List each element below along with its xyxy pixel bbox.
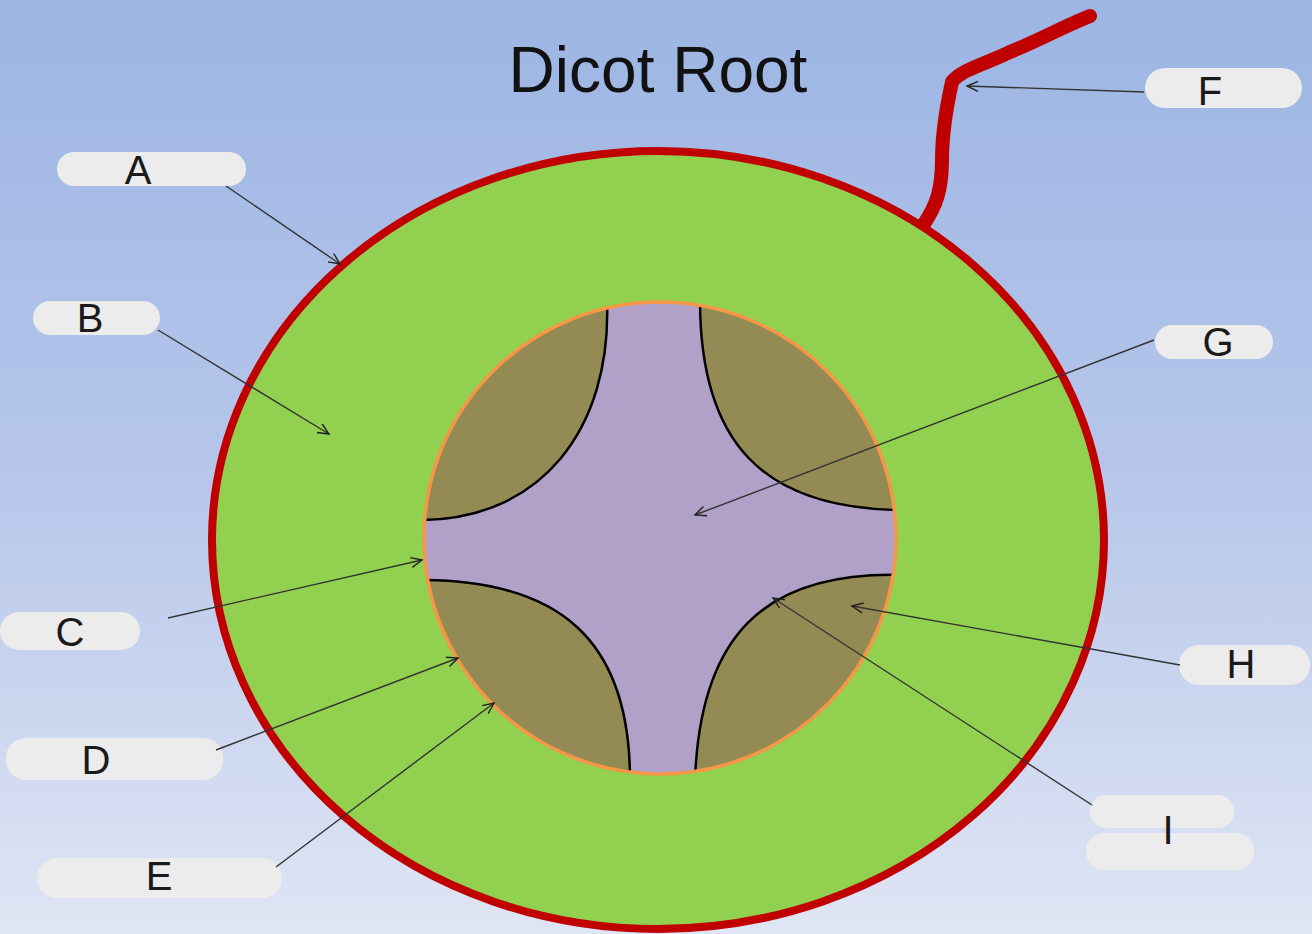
- callout-letter: C: [56, 612, 85, 652]
- root-hair: [924, 16, 1090, 224]
- callout-letter: G: [1202, 322, 1233, 362]
- callout-letter: I: [1162, 810, 1173, 850]
- diagram-title: Dicot Root: [509, 38, 808, 102]
- callout-letter: B: [77, 298, 104, 338]
- callout-letter: A: [125, 150, 152, 190]
- callout-letter: F: [1198, 71, 1222, 111]
- leader-lines: [158, 86, 1180, 867]
- pericycle: [424, 302, 896, 774]
- vascular-lobes: [280, 200, 1000, 900]
- callout-letter: H: [1227, 644, 1256, 684]
- callout-letter: E: [146, 856, 173, 896]
- callout-letter: D: [82, 740, 111, 780]
- label-pills: [0, 68, 1310, 898]
- cortex: [212, 151, 1104, 929]
